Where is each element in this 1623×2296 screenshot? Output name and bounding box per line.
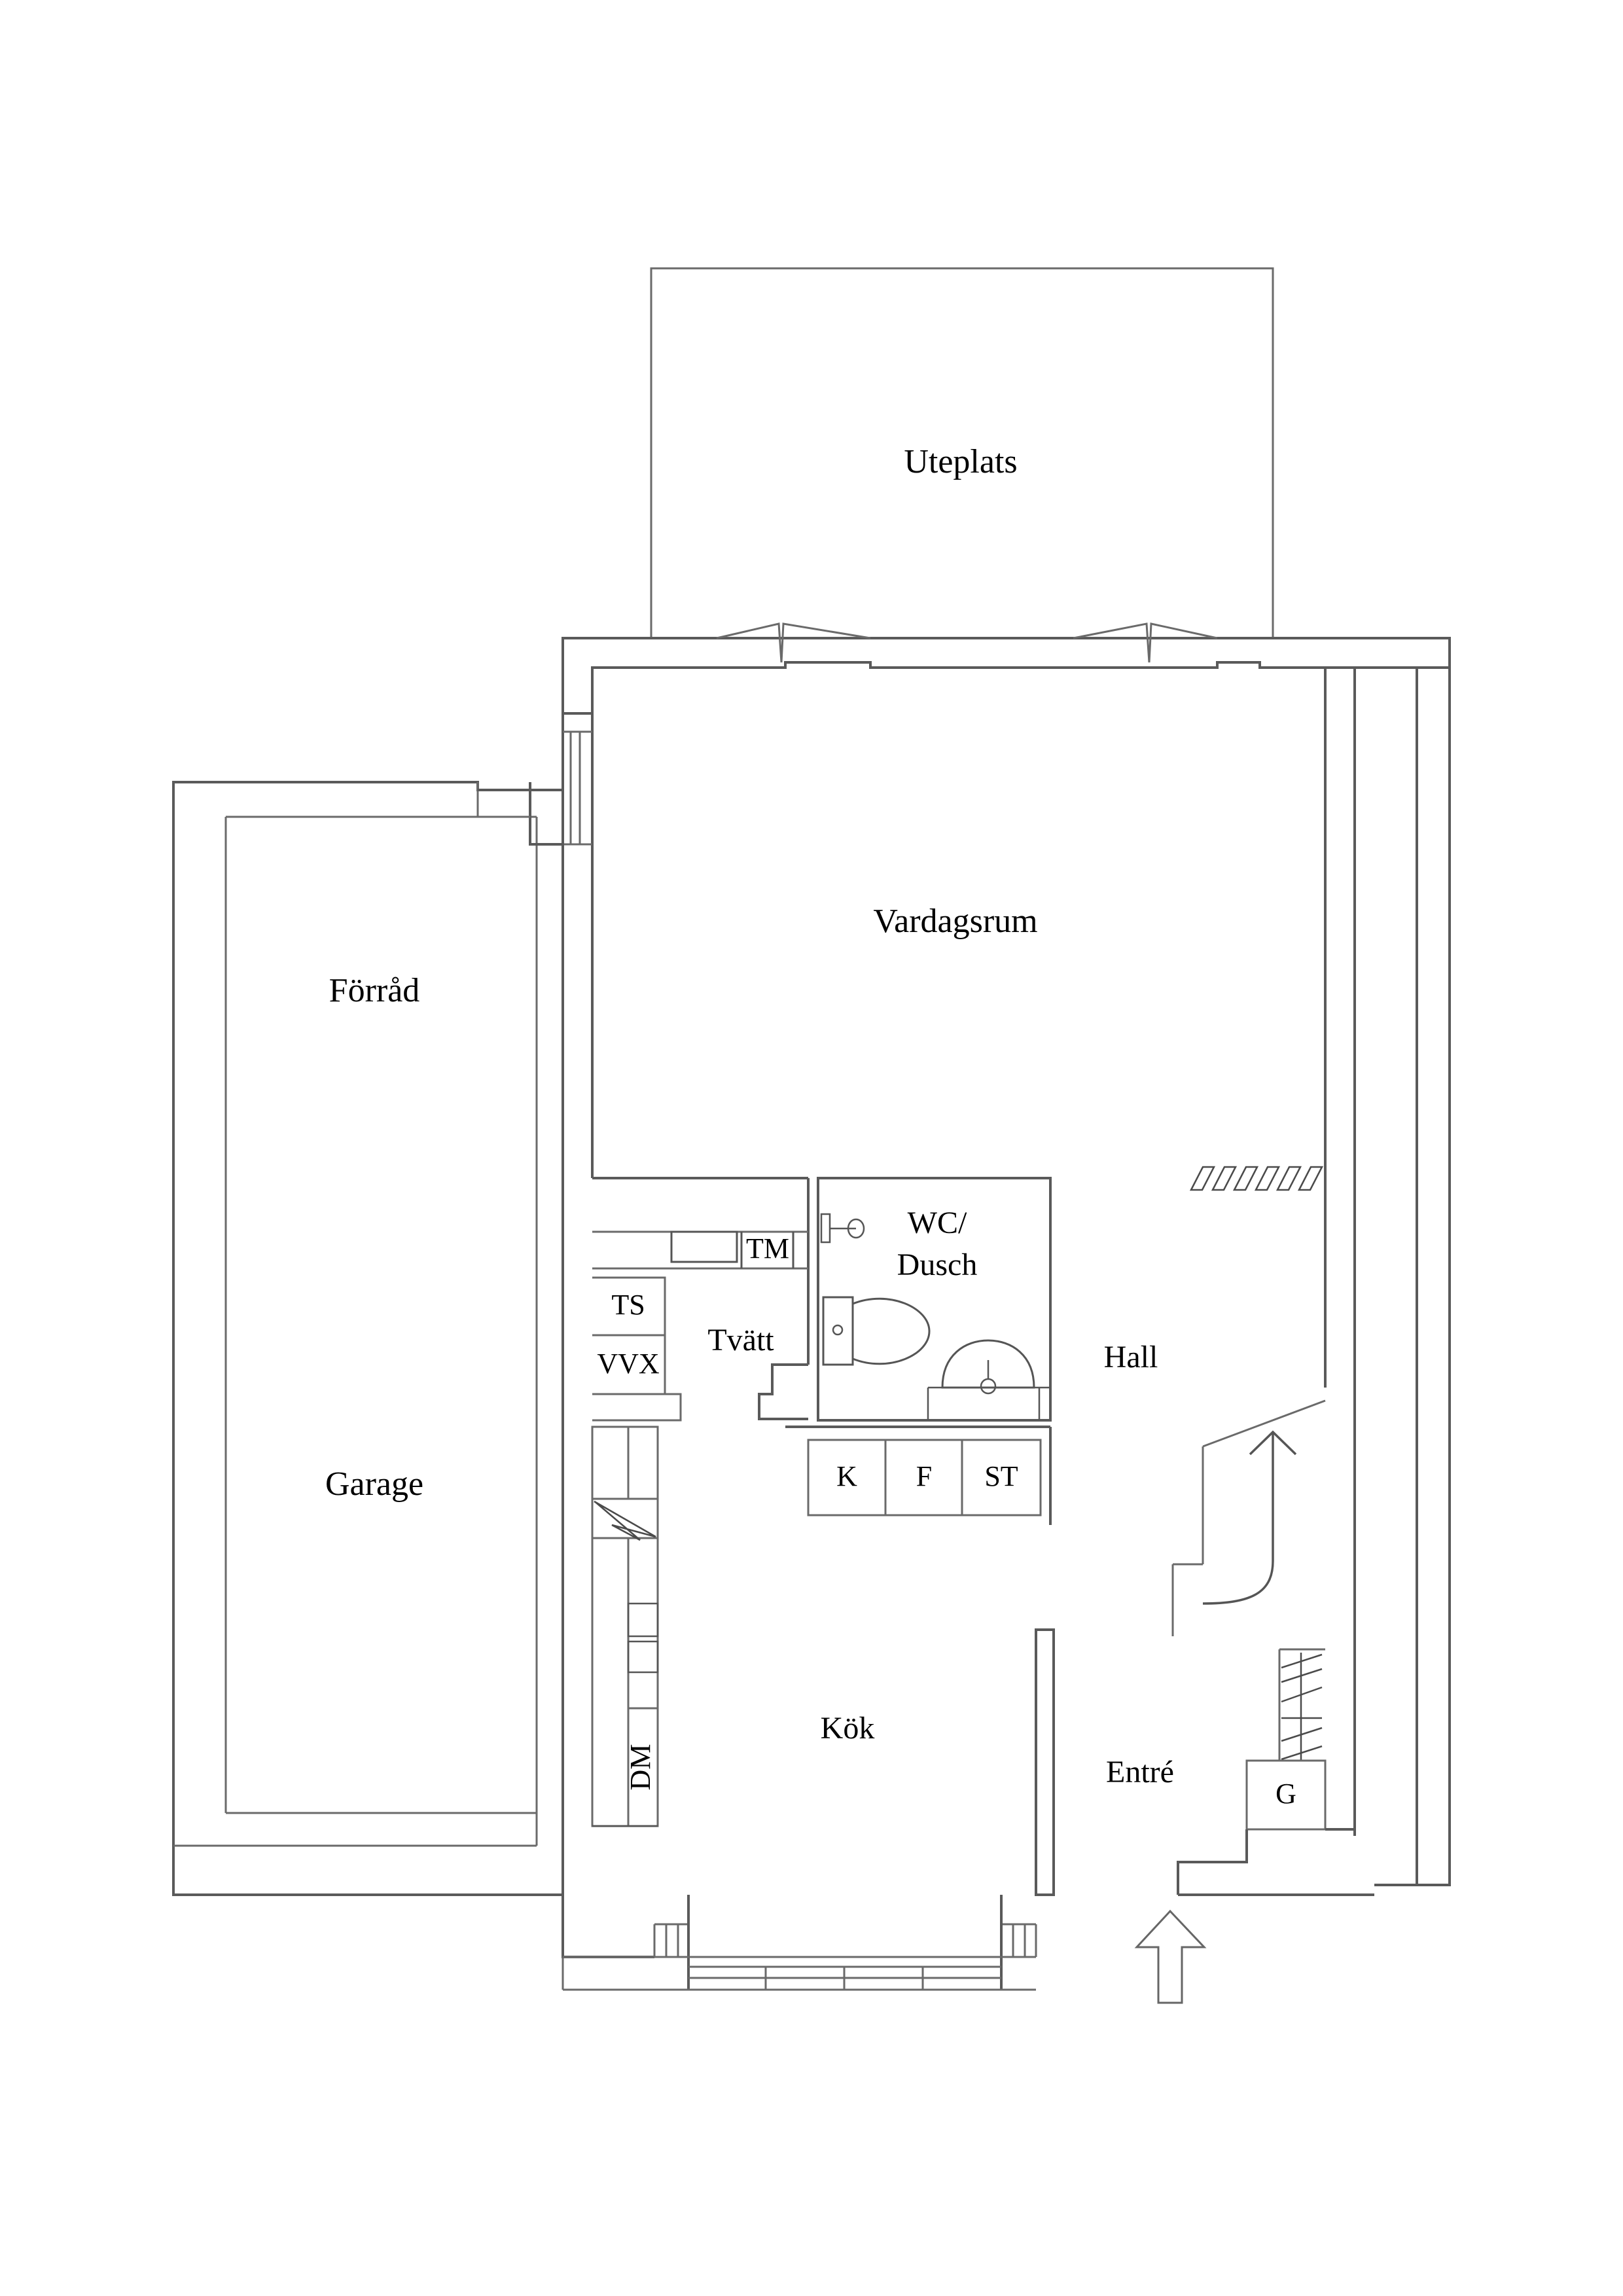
house-outer-walls (562, 637, 1451, 1886)
window-symbol (563, 730, 592, 846)
entrance-arrow (1134, 1909, 1207, 2004)
room-label-wc-dusch-line2: Dusch (897, 1247, 978, 1282)
tvatt-room-walls (592, 1177, 810, 1422)
room-label-forrad: Förråd (329, 972, 420, 1009)
shower-mixer (820, 1213, 865, 1244)
stair-railing (1278, 1648, 1325, 1761)
room-label-uteplats: Uteplats (904, 443, 1017, 480)
room-label-entre: Entré (1106, 1755, 1174, 1789)
wc-dusch-walls (817, 1177, 1052, 1422)
room-label-wc-dusch-line1: WC/ (908, 1206, 967, 1240)
appliance-label-vvx: VVX (597, 1348, 659, 1380)
stair-up-arrow (1202, 1430, 1297, 1605)
room-label-tvatt: Tvätt (707, 1323, 774, 1357)
room-label-garage: Garage (325, 1465, 423, 1503)
appliance-label-f: F (916, 1460, 932, 1492)
staircase (1171, 1399, 1326, 1636)
appliance-label-g: G (1275, 1778, 1296, 1810)
room-label-hall: Hall (1104, 1340, 1158, 1374)
patio-door-swings (716, 622, 1218, 663)
kfst-cabinet-row (785, 1426, 1052, 1525)
south-wall-and-terrace (562, 1895, 1037, 1991)
appliance-label-tm: TM (746, 1232, 789, 1265)
appliance-label-ts: TS (611, 1289, 645, 1321)
appliance-label-st: ST (984, 1460, 1018, 1492)
appliance-label-dm: DM (624, 1744, 656, 1791)
forrad-vardagsrum-junction (478, 782, 563, 846)
washbasin-fixture (927, 1339, 1050, 1420)
garderob-closet (1177, 1759, 1374, 1896)
room-label-kok: Kök (821, 1711, 875, 1746)
radiator-hatch (1189, 1166, 1324, 1191)
room-label-vardagsrum: Vardagsrum (873, 903, 1037, 940)
toilet-fixture (822, 1296, 931, 1366)
appliance-label-k: K (836, 1460, 857, 1492)
garage-forrad-outline (172, 781, 564, 1896)
kok-entre-divider (1035, 1628, 1055, 1896)
